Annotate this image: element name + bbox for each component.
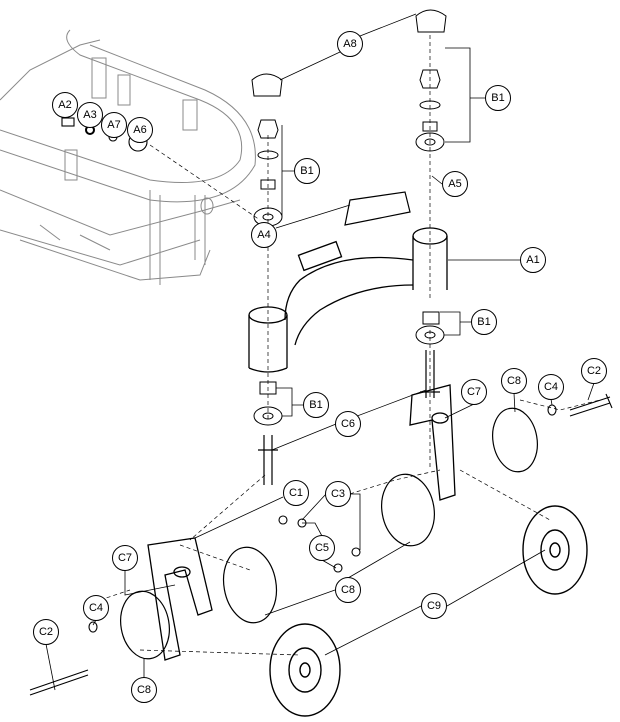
- cap-parts: [251, 9, 447, 97]
- plate-a4: [344, 191, 411, 226]
- callout-c8: C8: [501, 368, 527, 394]
- bearing-stack-lower: [253, 311, 445, 426]
- callout-c7: C7: [461, 379, 487, 405]
- callout-c4: C4: [538, 374, 564, 400]
- callout-a7: A7: [101, 112, 127, 138]
- callout-c3: C3: [325, 481, 351, 507]
- callout-a8: A8: [337, 31, 363, 57]
- disc-parts: [120, 407, 538, 660]
- callout-c6: C6: [335, 411, 361, 437]
- callout-a2: A2: [52, 92, 78, 118]
- callout-c7: C7: [112, 545, 138, 571]
- callout-a6: A6: [127, 117, 153, 143]
- bolts-and-washers: [29, 117, 613, 696]
- wheels-c9: [269, 505, 588, 717]
- callout-a4: A4: [251, 222, 277, 248]
- fork-c1: [147, 384, 456, 661]
- leader-lines: [45, 13, 595, 691]
- callout-c5: C5: [309, 535, 335, 561]
- callout-c9: C9: [421, 593, 447, 619]
- assembly-lines: [99, 35, 601, 656]
- callout-c2: C2: [33, 619, 59, 645]
- callout-c1: C1: [283, 480, 309, 506]
- callout-b1: B1: [471, 309, 497, 335]
- callout-b1: B1: [294, 158, 320, 184]
- callout-c8: C8: [335, 577, 361, 603]
- main-bar-a1: [248, 227, 448, 373]
- callout-a5: A5: [442, 171, 468, 197]
- callout-c2: C2: [581, 358, 607, 384]
- callout-a3: A3: [77, 102, 103, 128]
- callout-c4: C4: [83, 595, 109, 621]
- bearing-stack-right: [415, 69, 445, 152]
- frame-outline: [0, 29, 256, 285]
- callout-c8: C8: [131, 677, 157, 703]
- callout-b1: B1: [303, 392, 329, 418]
- callout-a1: A1: [520, 247, 546, 273]
- callout-b1: B1: [485, 85, 511, 111]
